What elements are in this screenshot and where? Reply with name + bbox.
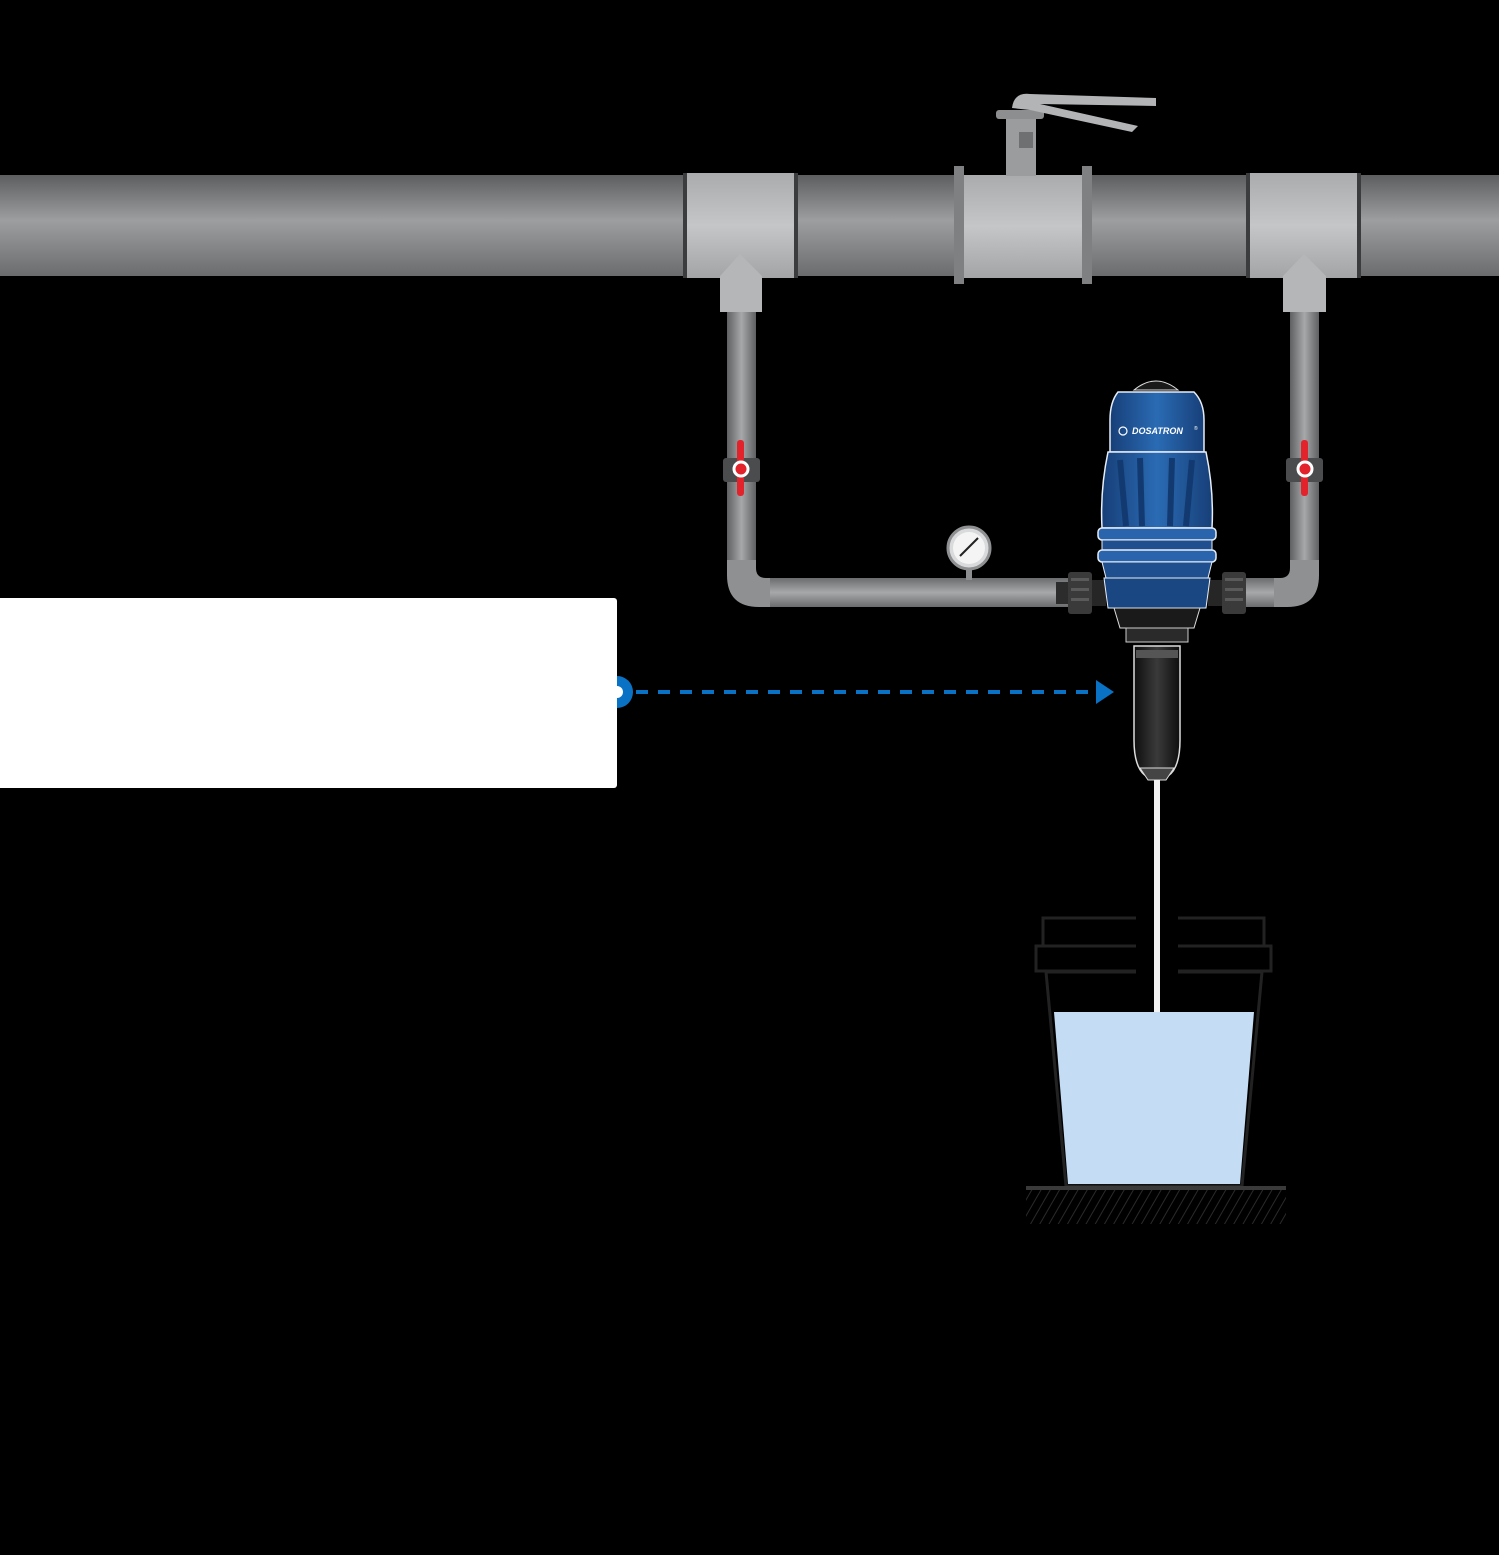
ball-valve-icon xyxy=(723,440,760,496)
dosatron-logo-text: DOSATRON xyxy=(1132,426,1183,436)
ground-surface xyxy=(1026,1186,1286,1224)
dosatron-registered-mark: ® xyxy=(1194,425,1198,432)
callout-label-box xyxy=(0,598,617,788)
outlet-tee-fitting xyxy=(1246,173,1361,312)
dosatron-injector-icon: DOSATRON ® xyxy=(1097,380,1217,643)
bypass-inlet-pipe xyxy=(727,312,1070,607)
pressure-gauge-icon xyxy=(946,525,992,580)
outlet-union xyxy=(1208,572,1246,614)
inlet-union xyxy=(1056,572,1106,614)
inlet-tee-fitting xyxy=(683,173,798,312)
shutoff-valve-icon xyxy=(954,93,1156,284)
ball-valve-icon xyxy=(1286,440,1323,496)
solution-bucket-icon xyxy=(1034,912,1273,1188)
dosing-chamber xyxy=(1133,645,1181,781)
callout-pointer-icon xyxy=(601,676,1114,708)
